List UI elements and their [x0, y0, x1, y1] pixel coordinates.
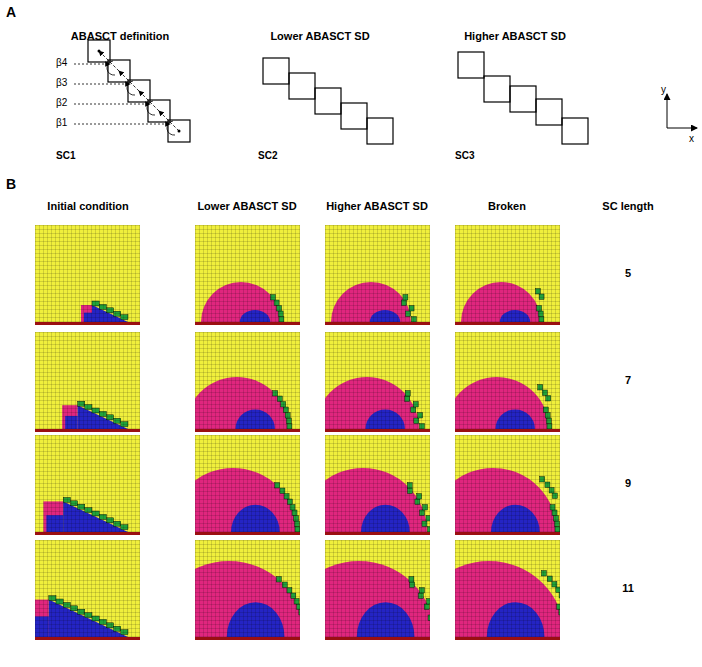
simulation-panel — [35, 332, 140, 432]
medium-cells — [35, 540, 140, 640]
sc1-chain — [88, 40, 190, 142]
column-title: Broken — [488, 200, 526, 213]
sc3-chain — [458, 52, 588, 144]
simulation-panel — [325, 540, 430, 640]
beta-leaders — [74, 64, 170, 124]
column-title: Higher ABASCT SD — [464, 30, 566, 43]
angle-label: β3 — [56, 77, 67, 89]
basement-membrane — [455, 637, 560, 640]
medium-cells — [455, 435, 560, 535]
sc-length-value: 11 — [622, 582, 634, 595]
row-title: SC length — [602, 200, 653, 213]
medium-cells — [455, 225, 560, 325]
medium-cells — [35, 332, 140, 432]
simulation-panel — [195, 225, 300, 325]
sc-length-value: 7 — [625, 374, 631, 387]
basement-membrane — [195, 532, 300, 535]
axes — [667, 94, 697, 128]
medium-cells — [325, 540, 430, 640]
cell-grid — [325, 540, 430, 640]
simulation-panel — [195, 540, 300, 640]
cell-grid — [195, 540, 300, 640]
basement-membrane — [325, 532, 430, 535]
cell-grid — [195, 225, 300, 325]
cell-grid — [195, 435, 300, 535]
angle-label: β2 — [56, 97, 67, 109]
angle-label: β4 — [56, 57, 67, 69]
simulation-panel — [455, 332, 560, 432]
medium-cells — [455, 540, 560, 640]
column-title: Lower ABASCT SD — [270, 30, 369, 43]
medium-cells — [455, 332, 560, 432]
cell-grid — [455, 225, 560, 325]
medium-cells — [325, 332, 430, 432]
basement-membrane — [195, 322, 300, 325]
axis-label: y — [661, 84, 666, 96]
simulation-panel — [325, 225, 430, 325]
cell-grid — [195, 332, 300, 432]
medium-cells — [195, 540, 300, 640]
basement-membrane — [455, 532, 560, 535]
cell-grid — [325, 332, 430, 432]
cell-grid — [35, 225, 140, 325]
cell-grid — [325, 435, 430, 535]
angle-arcs — [107, 61, 175, 135]
basement-membrane — [325, 322, 430, 325]
basement-membrane — [35, 322, 140, 325]
sc-length-value: 9 — [625, 477, 631, 490]
sc-length-value: 5 — [625, 267, 631, 280]
simulation-panel — [455, 435, 560, 535]
medium-cells — [195, 435, 300, 535]
basement-membrane — [35, 532, 140, 535]
simulation-panel — [35, 225, 140, 325]
simulation-panel — [455, 540, 560, 640]
column-title: Lower ABASCT SD — [197, 200, 296, 213]
angle-label: β1 — [56, 117, 67, 129]
cell-grid — [35, 332, 140, 432]
simulation-panel — [35, 540, 140, 640]
simulation-panel — [35, 435, 140, 535]
basement-membrane — [195, 637, 300, 640]
column-title: Initial condition — [47, 200, 128, 213]
simulation-panel — [325, 332, 430, 432]
simulation-panel — [195, 435, 300, 535]
center-line — [99, 51, 179, 131]
cell-grid — [455, 435, 560, 535]
basement-membrane — [35, 429, 140, 432]
basement-membrane — [455, 322, 560, 325]
sc2-chain — [263, 58, 393, 144]
basement-membrane — [325, 637, 430, 640]
basement-membrane — [455, 429, 560, 432]
simulation-panel — [195, 332, 300, 432]
basement-membrane — [35, 637, 140, 640]
column-title: Higher ABASCT SD — [326, 200, 428, 213]
chain-label: SC2 — [258, 150, 277, 162]
medium-cells — [325, 435, 430, 535]
basement-membrane — [195, 429, 300, 432]
medium-cells — [35, 225, 140, 325]
cell-grid — [455, 540, 560, 640]
cell-grid — [35, 540, 140, 640]
simulation-panel — [325, 435, 430, 535]
center-dot — [98, 50, 101, 53]
chain-label: SC1 — [56, 150, 75, 162]
cell-grid — [35, 435, 140, 535]
basement-membrane — [325, 429, 430, 432]
cell-grid — [325, 225, 430, 325]
medium-cells — [325, 225, 430, 325]
chain-label: SC3 — [455, 150, 474, 162]
medium-cells — [35, 435, 140, 535]
axis-label: x — [689, 133, 694, 145]
center-dot — [178, 130, 181, 133]
panel-letter: A — [6, 4, 16, 20]
column-title: ABASCT definition — [71, 30, 169, 43]
cell-grid — [455, 332, 560, 432]
panel-letter: B — [6, 176, 16, 192]
medium-cells — [195, 225, 300, 325]
medium-cells — [195, 332, 300, 432]
simulation-panel — [455, 225, 560, 325]
